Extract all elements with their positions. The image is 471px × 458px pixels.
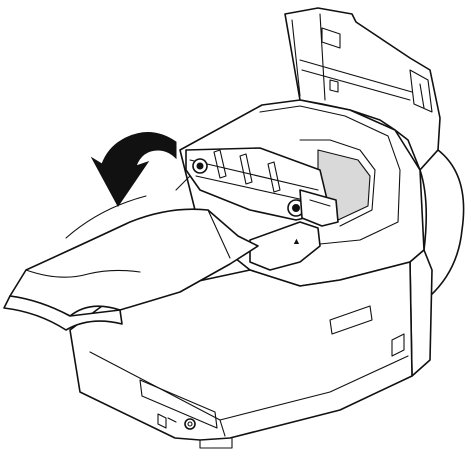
print-mechanism [185,147,339,227]
paper-sheet [3,208,259,331]
curved-arrow-icon [90,132,177,207]
paper-guide: ▲ [249,221,321,271]
left-cover-curve [65,175,191,239]
guide-triangle-mark: ▲ [292,236,301,246]
cover-hinge-curve [419,149,465,301]
